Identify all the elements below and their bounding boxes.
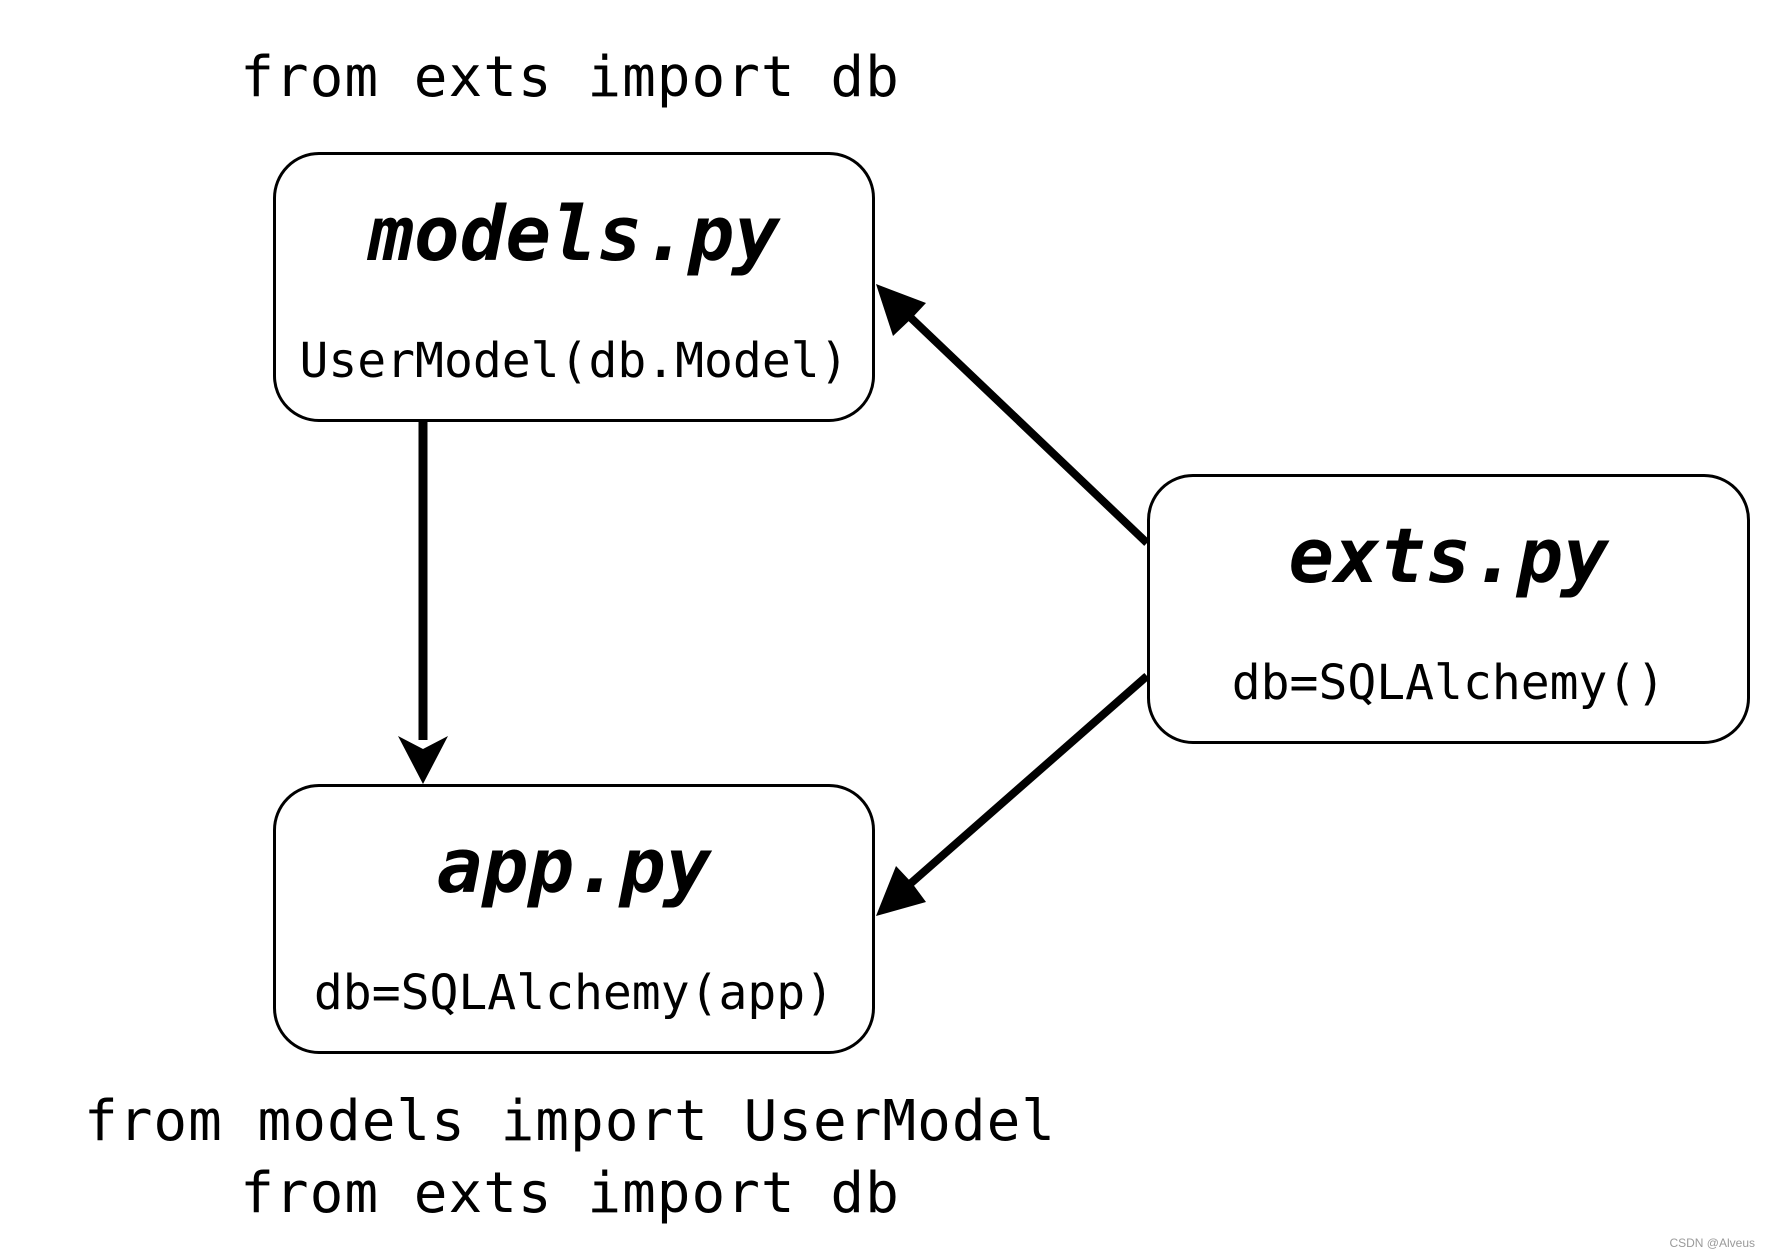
node-title-models: models.py [368, 189, 780, 278]
node-body-app: db=SQLAlchemy(app) [313, 965, 835, 1021]
node-exts: exts.py db=SQLAlchemy() [1147, 474, 1750, 744]
node-body-exts: db=SQLAlchemy() [1231, 655, 1666, 711]
node-app: app.py db=SQLAlchemy(app) [273, 784, 875, 1054]
edge-models-to-app [398, 422, 448, 784]
edge-exts-to-app [876, 672, 1150, 916]
watermark-text: CSDN @Alveus [1669, 1236, 1755, 1250]
node-models: models.py UserModel(db.Model) [273, 152, 875, 422]
caption-bottom-line1: from models import UserModel [83, 1089, 1056, 1154]
edge-exts-to-models [876, 284, 1150, 546]
node-title-exts: exts.py [1288, 511, 1609, 600]
caption-bottom-line2: from exts import db [240, 1161, 900, 1226]
node-title-app: app.py [436, 821, 712, 910]
node-body-models: UserModel(db.Model) [299, 333, 849, 389]
caption-top: from exts import db [240, 45, 900, 110]
caption-bottom: from models import UserModel from exts i… [0, 1086, 1140, 1230]
